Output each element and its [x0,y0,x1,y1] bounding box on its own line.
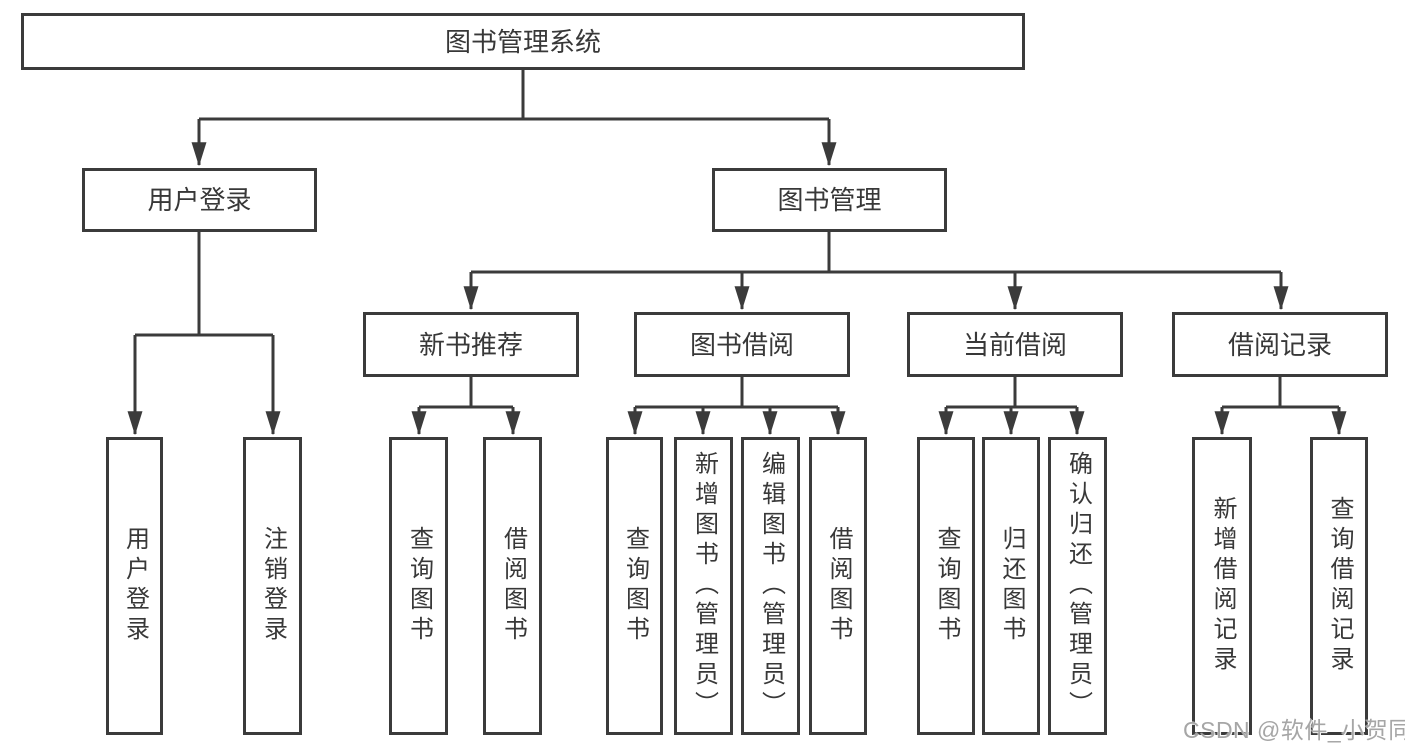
leaf-edit-book-admin: 编辑图书（管理员） [741,437,800,735]
node-borrowing-records: 借阅记录 [1172,312,1388,377]
leaf-query-books-recommend: 查询图书 [389,437,448,735]
leaf-return-books: 归还图书 [982,437,1040,735]
node-root: 图书管理系统 [21,13,1025,70]
node-current-borrowing: 当前借阅 [907,312,1123,377]
node-book-borrowing: 图书借阅 [634,312,850,377]
csdn-watermark: CSDN @软件_小贺同学 [1183,717,1405,743]
leaf-query-borrow-record: 查询借阅记录 [1310,437,1368,735]
leaf-query-books-current: 查询图书 [917,437,975,735]
node-book-management: 图书管理 [712,168,947,232]
leaf-logout: 注销登录 [243,437,302,735]
leaf-query-books-borrow: 查询图书 [606,437,663,735]
leaf-confirm-return-admin: 确认归还（管理员） [1048,437,1107,735]
leaf-borrow-books-recommend: 借阅图书 [483,437,542,735]
leaf-add-book-admin: 新增图书（管理员） [674,437,733,735]
node-new-book-recommend: 新书推荐 [363,312,579,377]
leaf-add-borrow-record: 新增借阅记录 [1192,437,1252,735]
leaf-borrow-books: 借阅图书 [809,437,867,735]
node-user-login: 用户登录 [82,168,317,232]
leaf-user-login: 用户登录 [106,437,163,735]
